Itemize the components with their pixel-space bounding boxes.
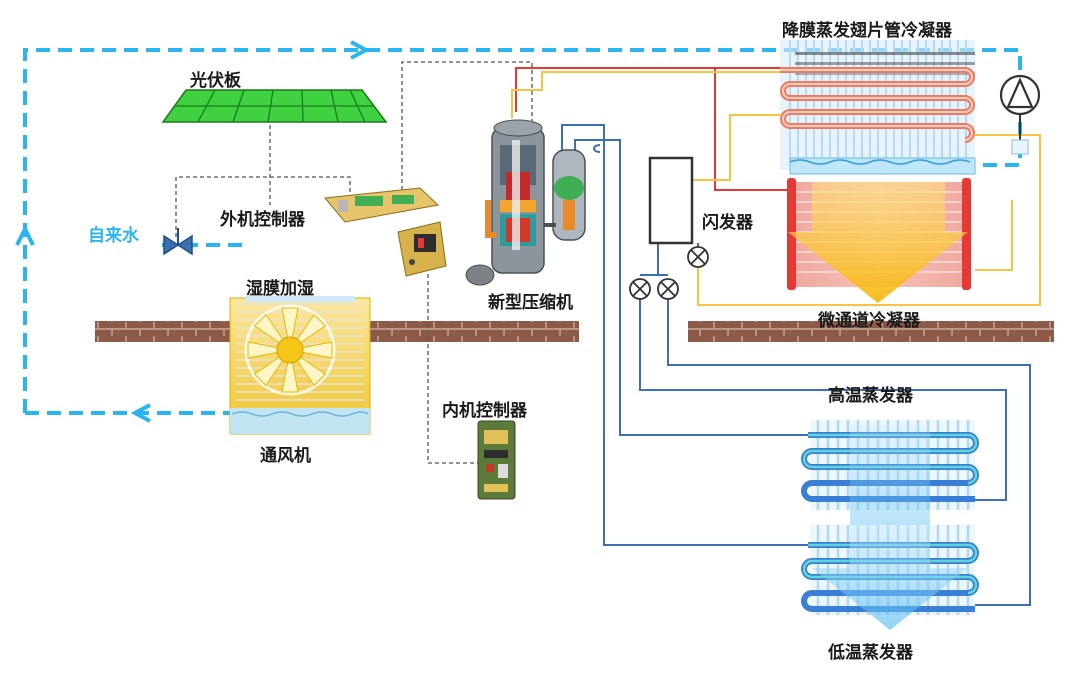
water-arrow-left <box>130 403 151 423</box>
solar-panel-label: 光伏板 <box>190 71 241 91</box>
wet-film-humidifier-label: 湿膜加湿 <box>246 279 314 299</box>
tap-water-label: 自来水 <box>88 226 139 246</box>
fan-icon <box>244 304 336 396</box>
expansion-valves <box>629 246 709 300</box>
expansion-valve-icon <box>687 246 709 268</box>
water-arrow-up <box>15 224 35 246</box>
fan-label: 通风机 <box>260 446 311 466</box>
wet-film-humidifier <box>229 296 371 435</box>
signal-wires <box>175 61 533 464</box>
pump-icon <box>999 74 1041 155</box>
microchannel-condenser-label: 微通道冷凝器 <box>818 311 920 331</box>
outdoor-controller-board <box>324 187 447 277</box>
compressor <box>465 119 586 286</box>
water-arrow-right <box>350 40 371 60</box>
low-temp-evaporator <box>801 525 979 630</box>
microchannel-condenser <box>787 178 971 303</box>
indoor-controller-label: 内机控制器 <box>442 401 527 421</box>
high-temp-evaporator-label: 高温蒸发器 <box>828 386 913 406</box>
water-valve-icon <box>163 228 193 256</box>
membrane-condenser <box>780 40 976 175</box>
refrigerant-pipes <box>511 67 1041 606</box>
compressor-label: 新型压缩机 <box>488 293 573 313</box>
solar-panel <box>161 89 388 123</box>
high-temp-evaporator <box>801 420 979 525</box>
outdoor-controller-label: 外机控制器 <box>220 210 305 230</box>
flash-tank <box>648 156 694 245</box>
expansion-valve-icon <box>629 278 651 300</box>
flash-tank-label: 闪发器 <box>702 213 753 233</box>
low-temp-evaporator-label: 低温蒸发器 <box>828 643 913 663</box>
indoor-controller-board <box>477 420 516 500</box>
membrane-condenser-label: 降膜蒸发翅片管冷凝器 <box>782 21 952 41</box>
wall-right <box>688 321 1054 342</box>
expansion-valve-icon <box>657 278 679 300</box>
